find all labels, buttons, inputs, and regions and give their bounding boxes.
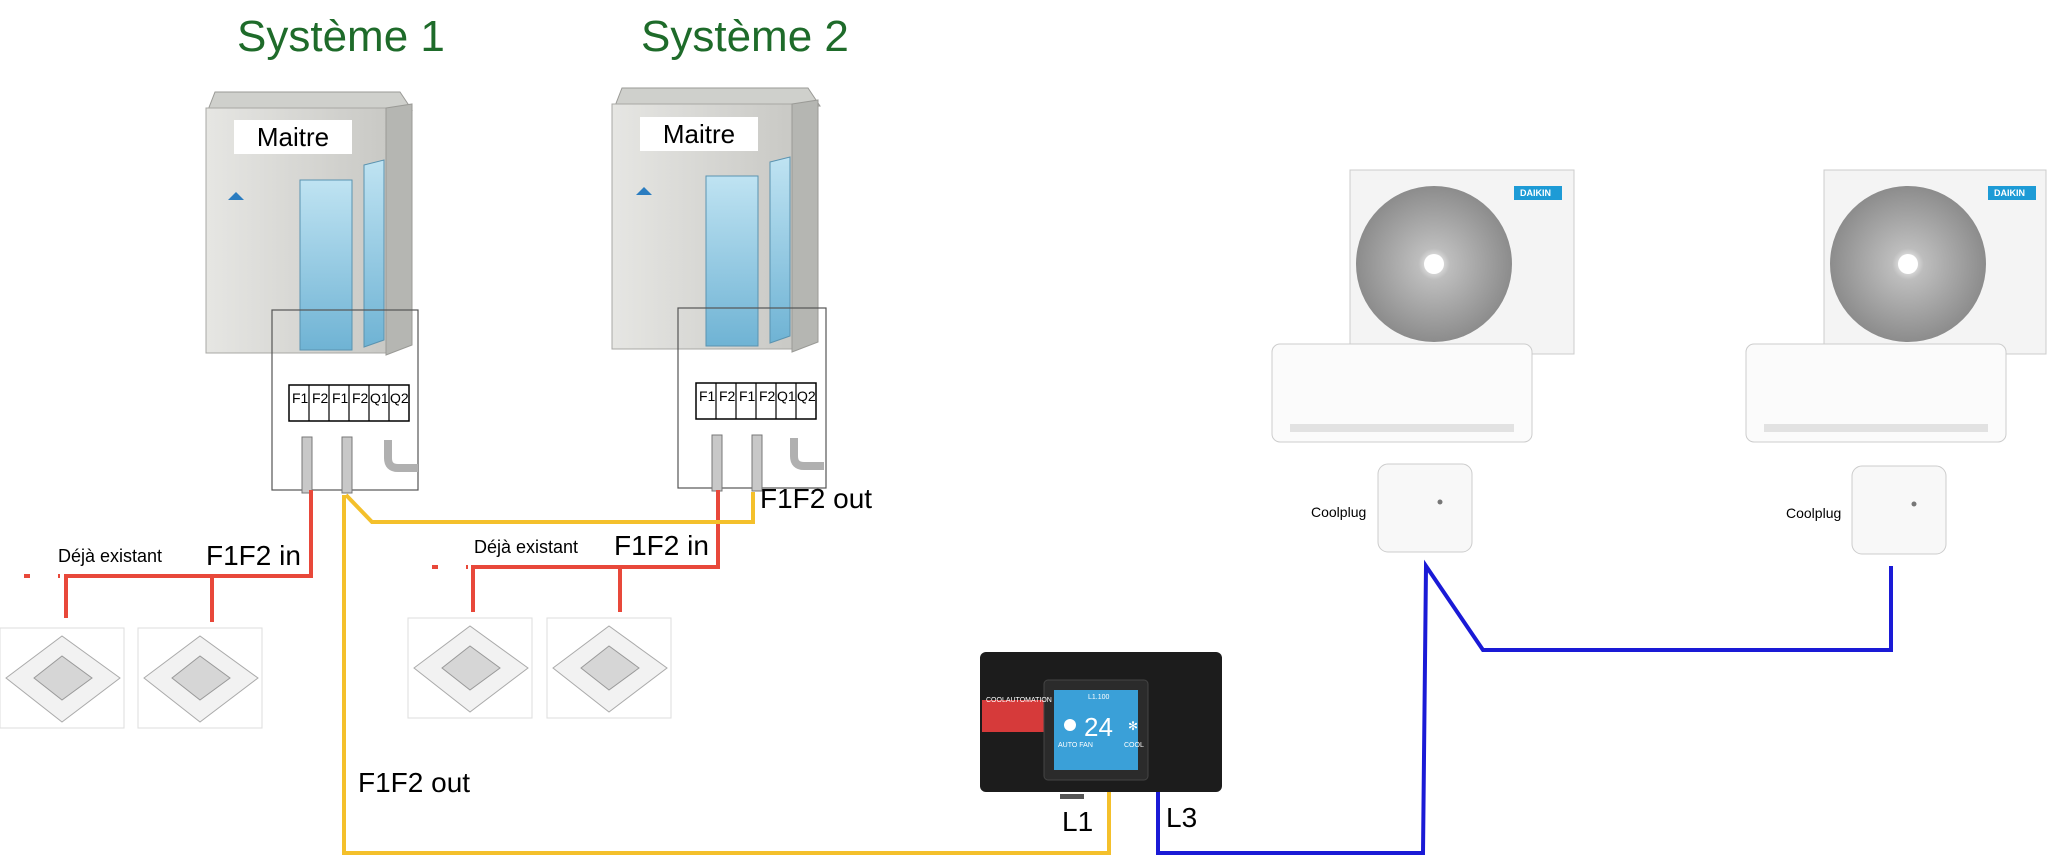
existing-label-1: Déjà existant (58, 546, 163, 566)
terminal-label: F2 (759, 388, 776, 404)
daikin-logo-2: DAIKIN (1994, 188, 2025, 198)
terminal-block-1 (271, 309, 419, 494)
cassette-unit-1 (0, 627, 125, 729)
coolplug-label-2: Coolplug (1786, 505, 1842, 521)
existing-label-2: Déjà existant (474, 537, 579, 557)
cassette-unit-2 (137, 627, 263, 729)
terminal-label: F2 (719, 388, 736, 404)
f1f2-out-label-2: F1F2 out (760, 483, 873, 514)
terminal-label: F1 (699, 388, 716, 404)
l1-label: L1 (1062, 806, 1094, 837)
cassette-unit-3 (407, 617, 533, 719)
controller-screen-header: L1.100 (1088, 694, 1110, 701)
master-badge-1: Maitre (234, 120, 352, 154)
coolplug-device-1 (1377, 463, 1473, 553)
f1f2-in-label-2: F1F2 in (614, 530, 709, 561)
terminal-label: Q1 (777, 388, 796, 404)
terminal-label: Q2 (797, 388, 816, 404)
wall-unit-1 (1271, 343, 1533, 443)
terminal-label: F1 (739, 388, 756, 404)
f1f2-in-label-1: F1F2 in (206, 540, 301, 571)
controller-temperature: 24 (1084, 712, 1113, 742)
controller-brand-label: COOLAUTOMATION (986, 697, 1052, 704)
split-outdoor-unit-1 (1349, 169, 1575, 355)
svg-text:✻: ✻ (1128, 719, 1138, 733)
split-outdoor-unit-2 (1823, 169, 2047, 355)
terminal-label: F1 (332, 390, 349, 406)
wire-f1f2-in-1 (64, 490, 313, 618)
wire-f1f2-out-l1 (342, 495, 1111, 855)
terminal-label: F2 (312, 390, 329, 406)
terminal-label: F2 (352, 390, 369, 406)
f1f2-out-label-1: F1F2 out (358, 767, 471, 798)
wall-unit-2 (1745, 343, 2007, 443)
coolplug-label-1: Coolplug (1311, 504, 1367, 520)
coolplug-device-2 (1851, 465, 1947, 555)
wire-l3 (1156, 559, 1893, 855)
master-badge-2: Maitre (640, 117, 758, 151)
l3-label: L3 (1166, 802, 1198, 833)
terminal-block-2 (677, 307, 827, 492)
wire-f1f2-out-link (344, 492, 755, 524)
terminal-label: F1 (292, 390, 309, 406)
terminal-label: Q2 (390, 390, 409, 406)
system-1-title: Système 1 (237, 12, 445, 61)
cassette-unit-4 (546, 617, 672, 719)
controller-mode-right: COOL (1124, 742, 1144, 749)
controller-mode-left: AUTO FAN (1058, 742, 1093, 749)
controller-device: ✻ (980, 652, 1222, 799)
daikin-logo-1: DAIKIN (1520, 188, 1551, 198)
wire-f1f2-in-2 (471, 490, 720, 612)
system-2-title: Système 2 (641, 12, 849, 61)
terminal-label: Q1 (370, 390, 389, 406)
